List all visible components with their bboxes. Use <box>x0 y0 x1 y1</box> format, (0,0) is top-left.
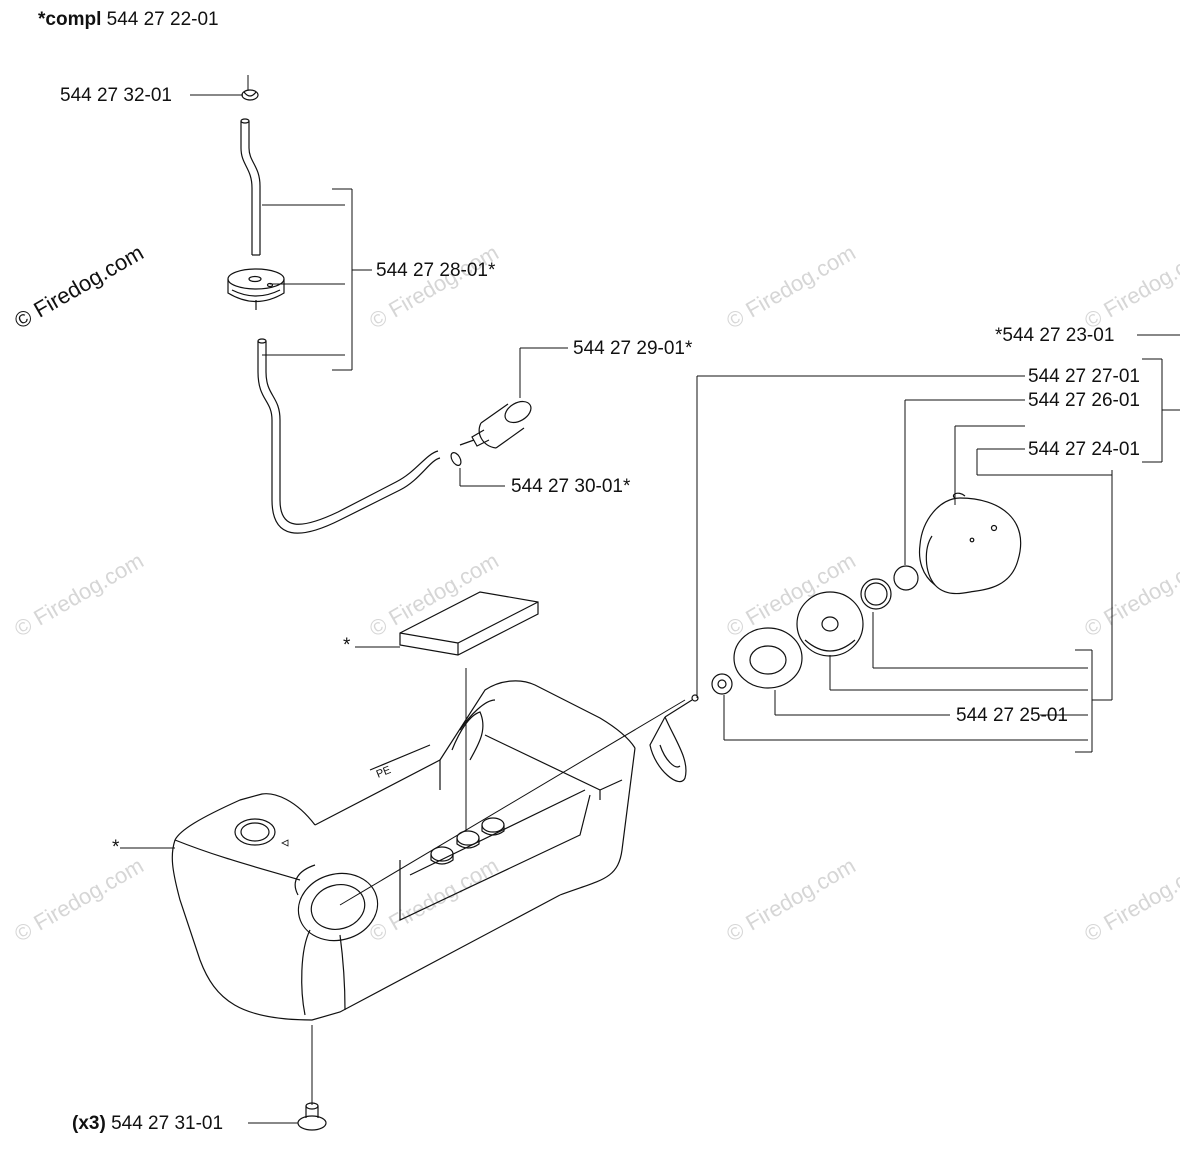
fuel-cap <box>918 492 1022 595</box>
callout-544-27-32-01: 544 27 32-01 <box>60 85 172 106</box>
cap-ring <box>860 578 892 610</box>
assembly-header: *compl 544 27 22-01 <box>38 10 219 29</box>
mounting-screw <box>297 1102 327 1131</box>
callout-544-27-31-01: (x3) 544 27 31-01 <box>72 1114 223 1133</box>
callout-tank-star: * <box>112 837 120 858</box>
cap-strap <box>649 694 699 783</box>
assembly-header-prefix: *compl <box>38 9 102 30</box>
callout-544-27-27-01: 544 27 27-01 <box>1028 366 1140 387</box>
foam-pad <box>399 591 539 656</box>
quantity-prefix: (x3) <box>72 1113 106 1134</box>
tank-grommet <box>227 268 285 310</box>
callout-544-27-29-01: 544 27 29-01* <box>573 338 693 359</box>
callout-544-27-25-01: 544 27 25-01 <box>956 705 1068 726</box>
assembly-header-number: 544 27 22-01 <box>106 9 219 30</box>
cap-grommet <box>711 673 733 695</box>
callout-544-27-30-01: 544 27 30-01* <box>511 476 631 497</box>
callout-544-27-28-01: 544 27 28-01* <box>376 260 496 281</box>
cap-filter-disc <box>796 591 864 657</box>
vent-valve-ring <box>241 89 259 101</box>
callout-544-27-24-01: 544 27 24-01 <box>1028 439 1140 460</box>
o-ring <box>450 452 462 466</box>
cap-washer <box>733 627 803 689</box>
callout-544-27-23-01: *544 27 23-01 <box>995 325 1115 346</box>
callout-544-27-26-01: 544 27 26-01 <box>1028 390 1140 411</box>
tank-pe-mark: PE <box>375 764 393 781</box>
leader-lines <box>120 75 1180 1124</box>
fuel-filter <box>459 400 532 449</box>
callout-544-27-31-01-number: 544 27 31-01 <box>111 1113 224 1134</box>
fuel-hose <box>257 338 441 534</box>
cap-ball <box>893 565 919 591</box>
fuel-tank <box>171 680 636 1021</box>
callout-pad-star: * <box>343 635 351 656</box>
breather-pipe-upper <box>240 118 261 256</box>
